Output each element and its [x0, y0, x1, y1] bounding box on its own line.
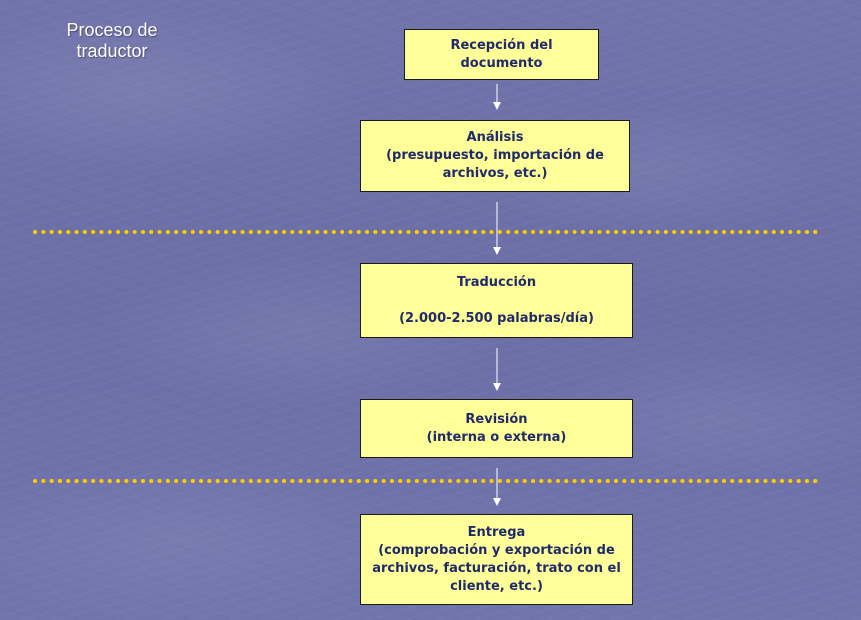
step-entrega-line-2: (comprobación y exportación de	[378, 542, 615, 558]
step-revision-line-1: Revisión	[465, 411, 528, 427]
step-analisis-line-1: Análisis	[466, 130, 524, 145]
step-box-traduccion: Traducción (2.000-2.500 palabras/día)	[360, 263, 633, 338]
slide-title-line-2: traductor	[76, 41, 148, 61]
step-entrega-line-1: Entrega	[467, 524, 526, 540]
step-revision-line-2: (interna o externa)	[426, 429, 567, 445]
step-traduccion-spacer	[399, 292, 594, 310]
step-traduccion-line-3: (2.000-2.500 palabras/día)	[399, 310, 594, 326]
step-recepcion-line-2: documento	[460, 55, 543, 71]
step-entrega-line-3: archivos, facturación, trato con el	[372, 560, 621, 576]
separator-dotted-line-top	[33, 230, 825, 234]
step-box-revision: Revisión (interna o externa)	[360, 399, 633, 458]
arrow-recepcion-to-analisis	[493, 84, 501, 110]
step-traduccion-line-1: Traducción	[456, 274, 537, 290]
step-analisis-line-3: archivos, etc.)	[442, 166, 548, 181]
step-recepcion-line-1: Recepción del	[450, 37, 553, 53]
step-analisis-line-2: (presupuesto, importación de	[386, 148, 604, 163]
slide-title: Proceso de traductor	[52, 20, 172, 62]
slide-title-line-1: Proceso de	[66, 20, 158, 40]
step-box-recepcion: Recepción del documento	[404, 29, 599, 80]
step-box-entrega: Entrega (comprobación y exportación de a…	[360, 514, 633, 605]
arrow-traduccion-to-revision	[493, 348, 501, 391]
step-entrega-line-4: cliente, etc.)	[450, 578, 543, 594]
arrow-revision-to-entrega	[493, 468, 501, 506]
step-box-analisis: Análisis (presupuesto, importación de ar…	[360, 120, 630, 192]
separator-dotted-line-bottom	[33, 479, 825, 483]
arrow-analisis-to-traduccion	[493, 202, 501, 255]
